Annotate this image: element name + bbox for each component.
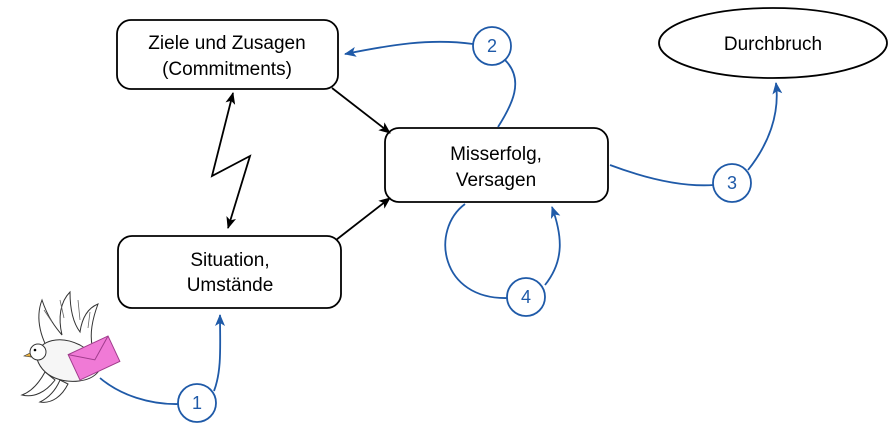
failure-label-line1: Misserfolg, — [450, 144, 542, 165]
situation-label-line2: Umstände — [187, 275, 274, 296]
connector-4-loop-out — [544, 206, 561, 286]
situation-label-line1: Situation, — [190, 250, 269, 271]
badge-3: 3 — [712, 163, 752, 203]
connector-1-dove — [99, 377, 181, 405]
breakthrough-label: Durchbruch — [724, 34, 822, 55]
badge-2-label: 2 — [487, 36, 497, 56]
connector-3-from-failure — [609, 164, 715, 187]
situation-node: Situation, Umstände — [117, 235, 342, 309]
goals-label-line2: (Commitments) — [162, 59, 292, 80]
badge-1-label: 1 — [192, 393, 202, 413]
conflict-zigzag-arrow — [210, 92, 252, 229]
goals-node: Ziele und Zusagen (Commitments) — [116, 19, 339, 90]
arrow-situation-to-failure — [335, 197, 391, 241]
badge-3-label: 3 — [727, 173, 737, 193]
connector-2-to-goals — [344, 40, 474, 57]
connector-1-to-situation — [213, 314, 226, 392]
failure-node: Misserfolg, Versagen — [384, 127, 609, 203]
failure-label-line2: Versagen — [456, 170, 536, 191]
badge-2: 2 — [472, 26, 512, 66]
arrow-goals-to-failure — [331, 87, 391, 134]
dove-with-envelope-icon — [20, 290, 121, 403]
breakthrough-node: Durchbruch — [658, 7, 888, 79]
badge-4-label: 4 — [521, 287, 531, 307]
connector-3-to-breakthrough — [747, 82, 783, 171]
connector-4-loop-in — [444, 203, 509, 299]
connector-2-from-failure — [497, 59, 517, 128]
goals-label-line1: Ziele und Zusagen — [148, 33, 305, 54]
badge-1: 1 — [177, 383, 217, 423]
badge-4: 4 — [506, 277, 546, 317]
